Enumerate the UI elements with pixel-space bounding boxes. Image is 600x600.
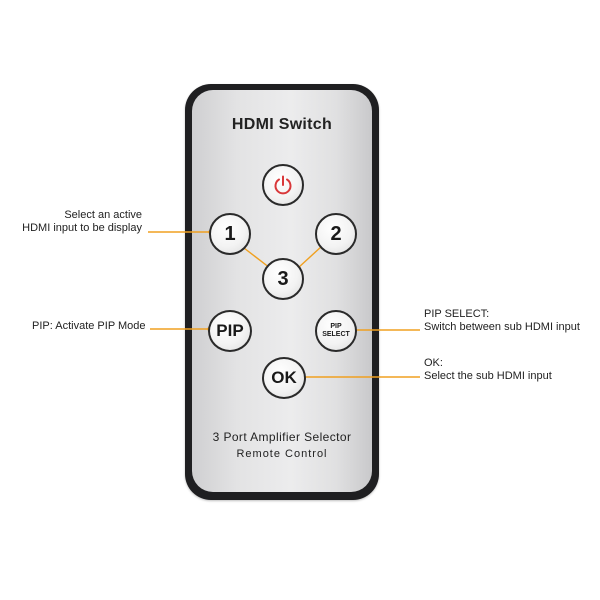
ok-label: OK [271, 368, 297, 387]
power-button[interactable] [262, 164, 304, 206]
callout-select-input-line2: HDMI input to be display [22, 222, 142, 234]
pip-select-label-line2: SELECT [322, 331, 350, 338]
remote-footer-line2: Remote Control [236, 448, 328, 460]
callout-select-input: Select an active HDMI input to be displa… [20, 209, 142, 235]
input-1-button[interactable]: 1 [209, 213, 251, 255]
remote-title: HDMI Switch [231, 116, 333, 133]
line-1-to-3 [243, 247, 271, 269]
input-3-button[interactable]: 3 [262, 258, 304, 300]
pip-button[interactable]: PIP [208, 310, 252, 352]
callout-pip-select: PIP SELECT: Switch between sub HDMI inpu… [424, 308, 594, 334]
callout-select-input-line1: Select an active [64, 209, 142, 221]
input-3-label: 3 [277, 267, 289, 290]
line-2-to-3 [297, 245, 323, 269]
power-icon [274, 175, 292, 195]
pip-label: PIP [216, 321, 244, 340]
pip-select-label-line1: PIP [330, 323, 342, 330]
input-2-label: 2 [330, 222, 342, 245]
pip-select-button[interactable]: PIP SELECT [315, 310, 357, 352]
callout-pip-select-desc: Switch between sub HDMI input [424, 321, 580, 333]
ok-button[interactable]: OK [262, 357, 306, 399]
callout-pip-select-title: PIP SELECT: [424, 308, 490, 320]
callout-ok-title: OK: [424, 357, 443, 369]
callout-pip-activate: PIP: Activate PIP Mode [32, 320, 146, 332]
input-1-label: 1 [224, 222, 236, 245]
input-2-button[interactable]: 2 [315, 213, 357, 255]
callout-ok: OK: Select the sub HDMI input [424, 357, 594, 383]
callout-ok-desc: Select the sub HDMI input [424, 370, 552, 382]
remote-footer-line1: 3 Port Amplifier Selector [212, 430, 352, 444]
